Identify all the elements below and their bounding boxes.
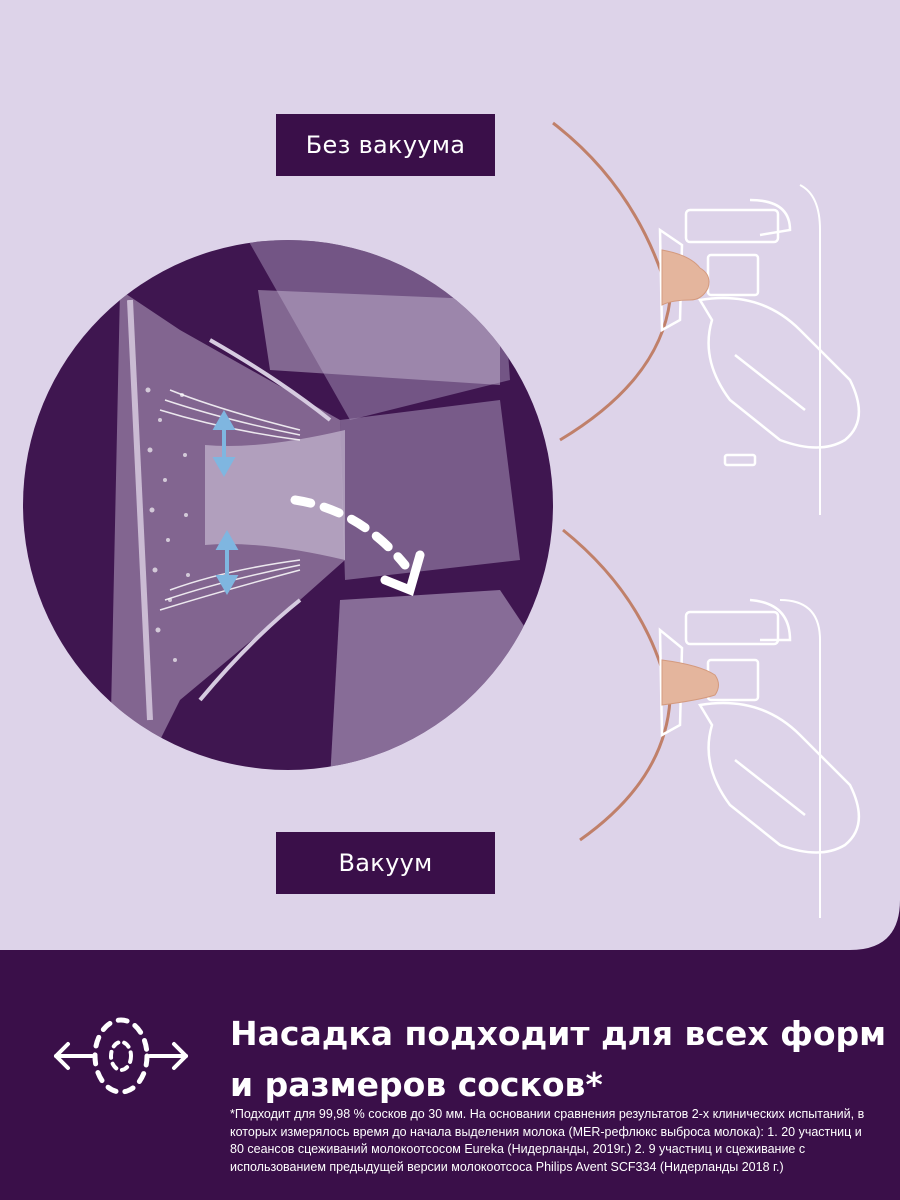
feature-title: Насадка подходит для всех форм и размеро… xyxy=(230,1008,887,1110)
magnified-view xyxy=(23,240,553,770)
nipple-shape-top xyxy=(661,249,710,306)
feature-title-line1: Насадка подходит для всех форм xyxy=(230,1014,887,1053)
nipple-fit-icon xyxy=(54,1017,188,1095)
nipple-shape-bottom xyxy=(661,659,719,706)
footnote: *Подходит для 99,98 % сосков до 30 мм. Н… xyxy=(230,1107,865,1174)
side-diagram-top xyxy=(552,121,861,515)
bottom-band xyxy=(0,900,900,1200)
double-arrow-icon xyxy=(212,409,239,596)
label-vacuum: Вакуум xyxy=(276,832,495,894)
side-diagram-bottom xyxy=(562,528,861,918)
label-no-vacuum: Без вакуума xyxy=(276,114,495,176)
dashed-arrow-icon xyxy=(290,495,425,597)
feature-title-line2: и размеров сосков* xyxy=(230,1065,603,1104)
